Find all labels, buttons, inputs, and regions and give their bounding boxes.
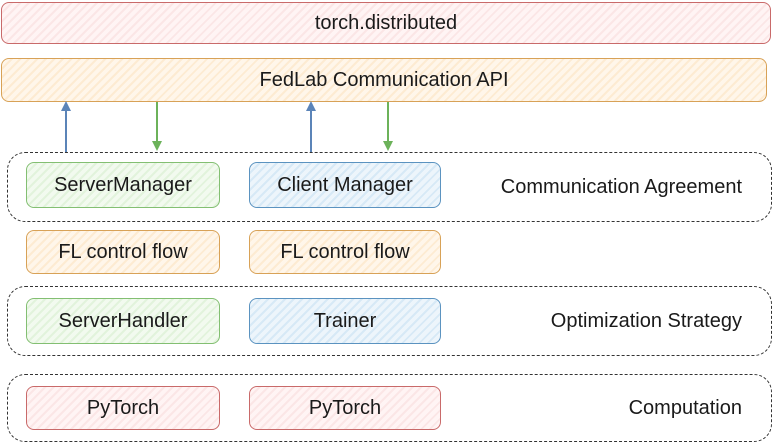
computation-group [7,374,772,442]
server-pytorch-label: PyTorch [86,396,160,419]
client-manager-box: Client Manager [249,162,441,208]
trainer-box: Trainer [249,298,441,344]
server-handler-box: ServerHandler [26,298,220,344]
fedlab-communication-api-label: FedLab Communication API [259,68,509,91]
computation-label: Computation [628,397,742,419]
torch-distributed-box: torch.distributed [1,2,771,44]
server-pytorch-box: PyTorch [26,386,220,430]
server-handler-label: ServerHandler [58,309,188,332]
server-manager-label: ServerManager [54,173,192,196]
optimization-strategy-label: Optimization Strategy [550,310,742,332]
client-fl-control-flow-label: FL control flow [280,240,410,263]
trainer-label: Trainer [313,309,377,332]
communication-agreement-label: Communication Agreement [500,176,742,198]
torch-distributed-label: torch.distributed [314,11,458,34]
server-fl-control-flow-box: FL control flow [26,230,220,274]
fedlab-communication-api-box: FedLab Communication API [1,58,767,102]
server-manager-box: ServerManager [26,162,220,208]
server-fl-control-flow-label: FL control flow [58,240,188,263]
client-manager-label: Client Manager [277,173,413,196]
communication-agreement-group [7,152,772,222]
client-fl-control-flow-box: FL control flow [249,230,441,274]
client-pytorch-box: PyTorch [249,386,441,430]
optimization-strategy-group [7,286,772,356]
client-pytorch-label: PyTorch [308,396,382,419]
